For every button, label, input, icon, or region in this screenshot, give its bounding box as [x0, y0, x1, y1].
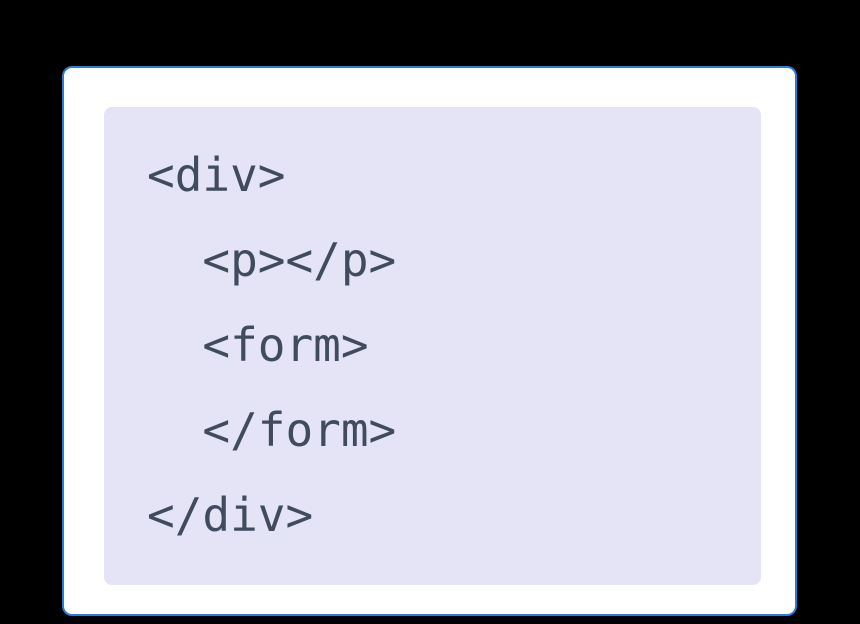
code-line-form-close: </form> — [147, 403, 397, 457]
code-block: <div> <p></p> <form> </form> </div> — [104, 107, 761, 585]
code-line-form-open: <form> — [147, 318, 369, 372]
code-line-div-close: </div> — [147, 488, 314, 542]
code-card: <div> <p></p> <form> </form> </div> — [62, 66, 797, 616]
code-line-p: <p></p> — [147, 233, 397, 287]
code-line-div-open: <div> — [147, 148, 286, 202]
